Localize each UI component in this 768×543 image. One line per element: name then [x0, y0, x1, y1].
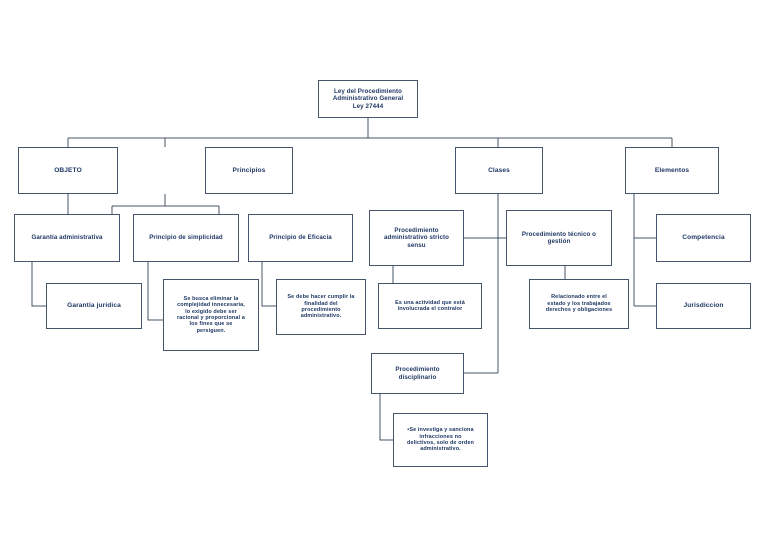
node-simplicidad-detalle[interactable]: Se busca eliminar la complejidad inneces…: [163, 279, 259, 351]
node-stricto-detalle-label: Es una actividad que está involucrada el…: [395, 299, 465, 312]
edge-disciplinario-detalle: [379, 394, 393, 441]
node-eficacia-detalle[interactable]: Se debe hacer cumplir la finalidad del p…: [276, 279, 366, 335]
node-stricto-detalle[interactable]: Es una actividad que está involucrada el…: [378, 283, 482, 329]
node-objeto-label: OBJETO: [54, 166, 82, 174]
node-elementos-label: Elementos: [654, 166, 690, 174]
node-competencia-label: Competencia: [682, 234, 725, 242]
node-eficacia-detalle-label: Se debe hacer cumplir la finalidad del p…: [287, 294, 355, 320]
node-root-label: Ley del Procedimiento Administrativo Gen…: [332, 88, 404, 110]
node-procedimiento-administrativo-stricto[interactable]: Procedimiento administrativo stricto sen…: [369, 210, 464, 266]
node-principio-eficacia-label: Principio de Eficacia: [269, 234, 332, 242]
node-disciplinario-detalle[interactable]: •Se investiga y sanciona infracciones no…: [393, 413, 488, 467]
node-clases[interactable]: Clases: [455, 147, 543, 194]
node-clases-label: Clases: [488, 166, 510, 174]
node-jurisdiccion[interactable]: Jurisdiccion: [656, 283, 751, 329]
node-procedimiento-tecnico-label: Procedimiento técnico o gestión: [521, 230, 597, 245]
node-garantia-juridica-label: Garantía jurídica: [67, 302, 121, 310]
node-tecnico-detalle[interactable]: Relacionado entre el estado y los trabaj…: [529, 279, 629, 329]
node-principio-simplicidad-label: Principio de simplicidad: [149, 234, 223, 242]
node-principio-eficacia[interactable]: Principio de Eficacia: [248, 214, 353, 262]
node-principio-simplicidad[interactable]: Principio de simplicidad: [133, 214, 239, 262]
node-principios[interactable]: Principios: [205, 147, 293, 194]
node-simplicidad-detalle-label: Se busca eliminar la complejidad inneces…: [177, 295, 245, 334]
node-root[interactable]: Ley del Procedimiento Administrativo Gen…: [318, 80, 418, 118]
node-disciplinario-detalle-label: •Se investiga y sanciona infracciones no…: [407, 427, 474, 453]
node-procedimiento-tecnico[interactable]: Procedimiento técnico o gestión: [506, 210, 612, 266]
node-tecnico-detalle-label: Relacionado entre el estado y los trabaj…: [545, 294, 613, 314]
node-procedimiento-disciplinario-label: Procedimiento disciplinario: [395, 366, 440, 381]
node-objeto[interactable]: OBJETO: [18, 147, 118, 194]
node-garantia-administrativa[interactable]: Garantía administrativa: [14, 214, 120, 262]
edge-simplicidad-detalle: [147, 262, 163, 321]
node-garantia-administrativa-label: Garantía administrativa: [31, 234, 103, 242]
node-garantia-juridica[interactable]: Garantía jurídica: [46, 283, 142, 329]
node-procedimiento-disciplinario[interactable]: Procedimiento disciplinario: [371, 353, 464, 394]
node-elementos[interactable]: Elementos: [625, 147, 719, 194]
edge-garantia-administrativa-juridica: [31, 262, 46, 307]
node-procedimiento-administrativo-stricto-label: Procedimiento administrativo stricto sen…: [383, 227, 450, 249]
edge-eficacia-detalle: [261, 262, 276, 307]
node-competencia[interactable]: Competencia: [656, 214, 751, 262]
node-principios-label: Principios: [232, 166, 266, 174]
node-jurisdiccion-label: Jurisdiccion: [683, 302, 724, 310]
